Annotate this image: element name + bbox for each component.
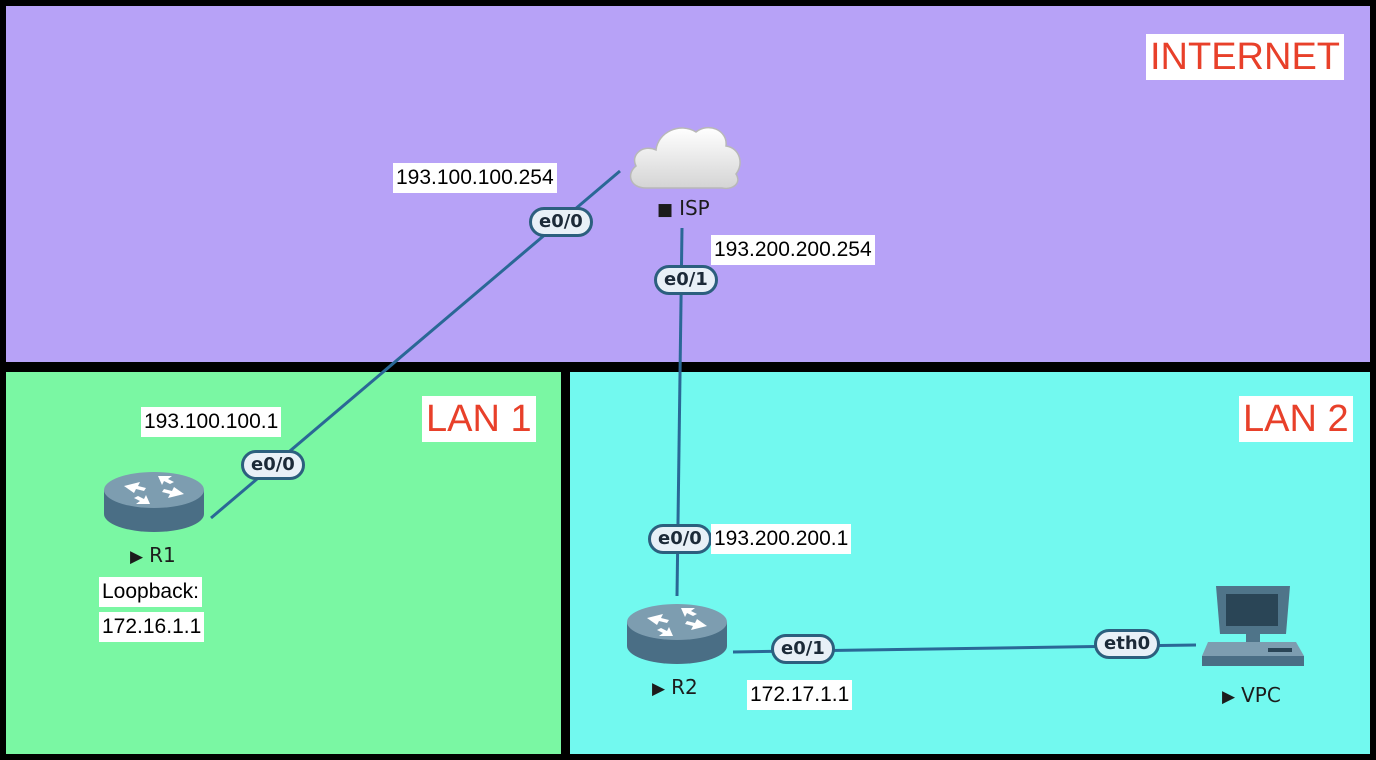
start-icon: ▶	[130, 547, 144, 567]
computer-icon	[1202, 586, 1304, 666]
stopped-icon: ■	[657, 200, 674, 220]
cloud-icon	[629, 126, 741, 190]
lan2-zone-title: LAN 2	[1239, 396, 1353, 442]
start-icon: ▶	[652, 679, 666, 699]
r1-e00-address: 193.100.100.1	[141, 407, 282, 437]
isp-e01-address: 193.200.200.254	[711, 235, 875, 265]
r2-e01-address: 172.17.1.1	[747, 680, 853, 710]
r1-node[interactable]	[102, 470, 206, 534]
r2-e01-port[interactable]: e0/1	[771, 634, 835, 664]
router-icon	[104, 472, 204, 532]
router-icon	[627, 604, 727, 664]
isp-e01-port[interactable]: e0/1	[654, 265, 718, 295]
r2-node[interactable]	[625, 602, 729, 666]
vpc-node-label: ▶VPC	[1222, 683, 1281, 709]
isp-node-label: ■ISP	[657, 196, 710, 222]
r1-e00-port[interactable]: e0/0	[241, 450, 305, 480]
r1-loopback-label: Loopback:	[99, 577, 202, 607]
vpc-name: VPC	[1241, 683, 1281, 707]
r1-loopback-address: 172.16.1.1	[99, 612, 205, 642]
vpc-node[interactable]	[1200, 582, 1306, 678]
r2-e00-port[interactable]: e0/0	[648, 524, 712, 554]
vpc-eth0-port[interactable]: eth0	[1094, 629, 1161, 659]
r2-name: R2	[671, 675, 698, 699]
lan1-zone: LAN 1	[6, 372, 561, 754]
isp-e00-address: 193.100.100.254	[393, 163, 557, 193]
start-icon: ▶	[1222, 687, 1236, 707]
lan2-zone: LAN 2	[570, 372, 1370, 754]
isp-e00-port[interactable]: e0/0	[529, 207, 593, 237]
lan1-zone-title: LAN 1	[422, 396, 536, 442]
r2-e00-address: 193.200.200.1	[711, 524, 852, 554]
r2-node-label: ▶R2	[652, 675, 698, 701]
r1-name: R1	[149, 543, 176, 567]
isp-node[interactable]	[624, 116, 746, 194]
isp-name: ISP	[679, 196, 710, 220]
internet-zone-title: INTERNET	[1146, 34, 1344, 80]
r1-node-label: ▶R1	[130, 543, 176, 569]
